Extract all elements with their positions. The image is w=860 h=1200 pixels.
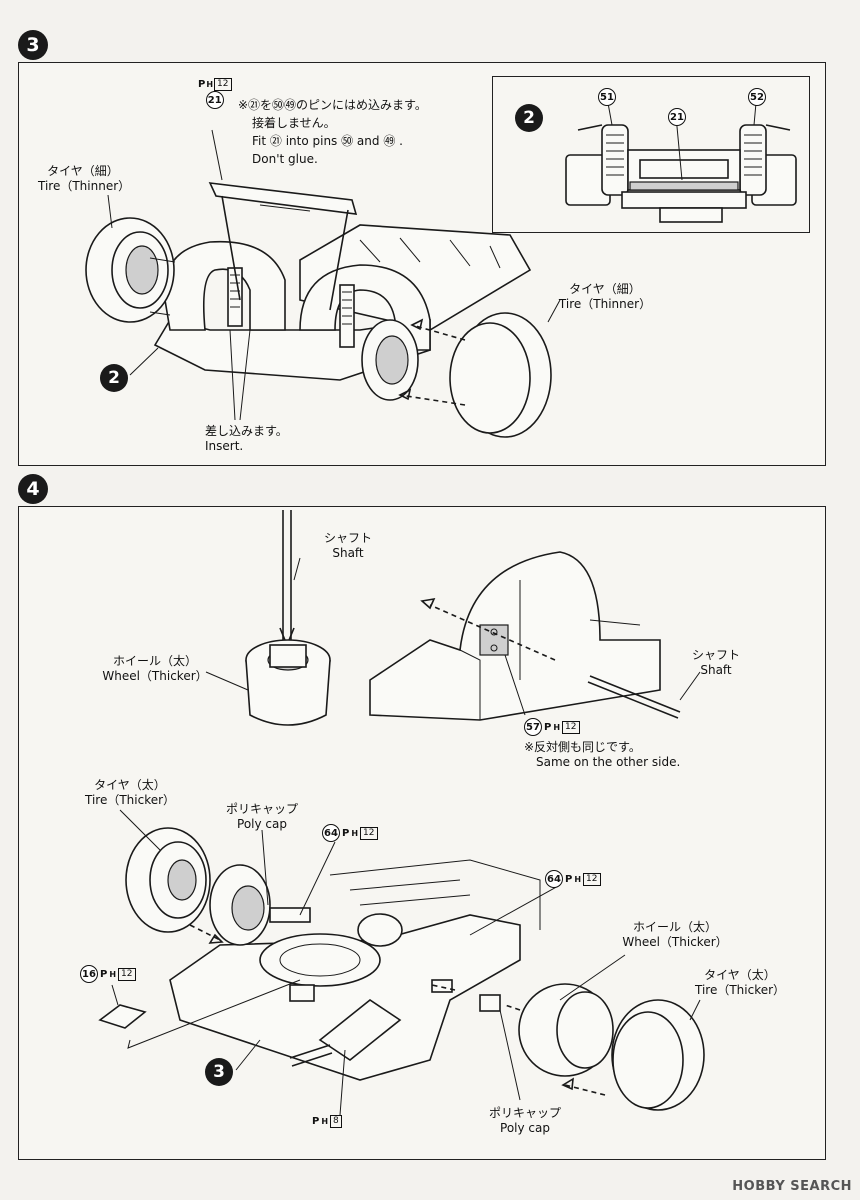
- inset-part-21: 21: [668, 108, 686, 126]
- shaft-top-jp: シャフト: [323, 531, 372, 545]
- tire-thicker-right-jp: タイヤ（太）: [704, 968, 776, 982]
- polycap-bottom-label: ポリキャップ Poly cap: [480, 1106, 570, 1136]
- shaft-right-en: Shaft: [700, 663, 732, 677]
- tire-thicker-left-en: Tire（Thicker）: [85, 793, 176, 807]
- fit-note-line-3: Fit ㉑ into pins ㊿ and ㊾ .: [252, 134, 403, 148]
- tire-thinner-right-en: Tire（Thinner）: [558, 297, 652, 311]
- part-number-21: 21: [205, 91, 224, 109]
- inset-chassis-drawing: [565, 102, 797, 223]
- sprue-number: 8: [330, 1115, 342, 1128]
- shaft-right-label: シャフト Shaft: [686, 648, 746, 678]
- sprue-number: 12: [583, 872, 601, 886]
- tire-thicker-left-jp: タイヤ（太）: [94, 778, 166, 792]
- sprue-number: 12: [118, 967, 136, 981]
- sprue-sub: H: [206, 80, 214, 89]
- part-number-57: 57: [524, 718, 542, 736]
- wheel-thicker-right-jp: ホイール（太）: [632, 920, 717, 934]
- sprue-letter: P: [342, 827, 350, 839]
- part-number-64: 64: [322, 824, 340, 842]
- inset-part-51: 51: [598, 88, 616, 106]
- sprue-number: 12: [214, 78, 232, 91]
- tire-thicker-left-label: タイヤ（太） Tire（Thicker）: [85, 778, 175, 808]
- wheel-thicker-top-jp: ホイール（太）: [112, 654, 197, 668]
- sprue-letter: P: [565, 873, 573, 885]
- step-4-number: 4: [18, 474, 48, 504]
- sprue-sub: H: [109, 969, 117, 979]
- sprue-letter: P: [312, 1116, 320, 1127]
- tire-thinner-right-jp: タイヤ（細）: [569, 282, 641, 296]
- polycap-top-label: ポリキャップ Poly cap: [222, 802, 302, 832]
- sprue-letter: P: [100, 968, 108, 980]
- shaft-right-jp: シャフト: [691, 648, 740, 662]
- sprue-number: 12: [360, 826, 378, 840]
- step-3-chassis-drawing: [85, 129, 561, 438]
- polycap-bottom-jp: ポリキャップ: [488, 1106, 561, 1120]
- tire-thinner-right-label: タイヤ（細） Tire（Thinner）: [555, 282, 655, 312]
- step-4-wheel-shaft-drawing: [205, 510, 331, 726]
- inset-part-52: 52: [748, 88, 766, 106]
- fit-note-line-4: Don't glue.: [252, 152, 318, 166]
- wheel-thicker-top-label: ホイール（太） Wheel（Thicker）: [100, 654, 210, 684]
- step-3-number: 3: [18, 30, 48, 60]
- insert-label: 差し込みます。 Insert.: [205, 424, 288, 454]
- tire-thinner-left-label: タイヤ（細） Tire（Thinner）: [38, 164, 131, 194]
- polycap-bottom-en: Poly cap: [500, 1121, 550, 1135]
- sprue-sub: H: [351, 828, 359, 838]
- sprue-letter: P: [198, 79, 206, 90]
- sprue-sub: H: [574, 874, 582, 884]
- step-3-ref-step-2: 2: [100, 364, 128, 392]
- tire-thinner-left-jp: タイヤ（細）: [47, 164, 119, 178]
- inset-ref-step-2: 2: [515, 104, 543, 132]
- same-side-en: Same on the other side.: [536, 755, 681, 769]
- wheel-thicker-top-en: Wheel（Thicker）: [102, 669, 208, 683]
- step-4-ref-step-3: 3: [205, 1058, 233, 1086]
- sprue-sub: H: [553, 722, 561, 732]
- insert-en: Insert.: [205, 439, 244, 453]
- tire-thicker-right-en: Tire（Thicker）: [695, 983, 786, 997]
- part-number-16: 16: [80, 965, 98, 983]
- sprue-letter: P: [544, 721, 552, 733]
- tire-thinner-left-en: Tire（Thinner）: [38, 179, 131, 193]
- same-side-jp: ※反対側も同じです。: [524, 740, 641, 754]
- wheel-thicker-right-en: Wheel（Thicker）: [622, 935, 728, 949]
- tire-thicker-right-label: タイヤ（太） Tire（Thicker）: [695, 968, 785, 998]
- wheel-thicker-right-label: ホイール（太） Wheel（Thicker）: [620, 920, 730, 950]
- sprue-sub: H: [321, 1117, 329, 1126]
- sprue-number: 12: [562, 720, 580, 734]
- fit-note: ※㉑を㊿㊾のピンにはめ込みます。 接着しません。 Fit ㉑ into pins…: [238, 98, 427, 167]
- insert-jp: 差し込みます。: [205, 424, 288, 438]
- watermark: HOBBY SEARCH: [732, 1179, 852, 1194]
- shaft-top-label: シャフト Shaft: [318, 531, 378, 561]
- step-4-chassis-assembly-drawing: [98, 809, 705, 1116]
- shaft-top-en: Shaft: [332, 546, 364, 560]
- fit-note-line-2: 接着しません。: [252, 116, 336, 130]
- part-number-64: 64: [545, 870, 563, 888]
- polycap-top-jp: ポリキャップ: [225, 802, 298, 816]
- step-4-fender-drawing: [369, 551, 701, 721]
- polycap-top-en: Poly cap: [237, 817, 287, 831]
- fit-note-line-1: ※㉑を㊿㊾のピンにはめ込みます。: [238, 98, 427, 112]
- same-side-note: ※反対側も同じです。 Same on the other side.: [524, 740, 680, 770]
